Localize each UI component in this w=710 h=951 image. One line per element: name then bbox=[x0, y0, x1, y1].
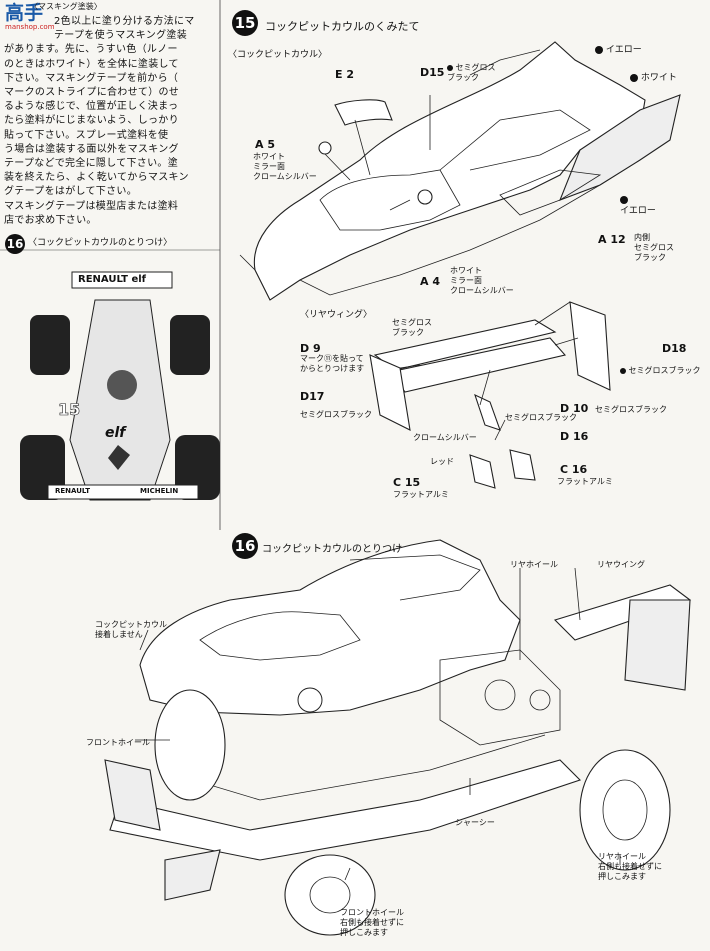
part-label-c16: C 16 bbox=[560, 463, 588, 476]
car-photo-drawing bbox=[20, 271, 220, 501]
masking-body: 2色以上に塗り分ける方法にマ テープを使うマスキング塗装 があります。先に、うす… bbox=[4, 15, 216, 228]
part-label-a5: A 5 bbox=[255, 138, 275, 151]
callout-chassis: シャーシー bbox=[455, 818, 495, 827]
step15-title: コックピットカウルのくみたて bbox=[265, 20, 420, 33]
color-d18: セミグロスブラック bbox=[620, 366, 701, 376]
color-d17: セミグロスブラック bbox=[300, 410, 372, 419]
cockpit-cowl-drawing bbox=[239, 41, 681, 301]
color-white-1-text: ホワイト bbox=[640, 73, 677, 83]
color-d10: セミグロスブラック bbox=[595, 405, 667, 414]
masking-line: 店でお求め下さい。 bbox=[4, 214, 97, 226]
masking-line: テープなどで完全に隠して下さい。塗 bbox=[4, 158, 178, 170]
masking-line: があります。先に、うすい色（ルノー bbox=[4, 44, 178, 56]
callout-front-wheel-note: フロントホイール 右側も接着せずに 押しこみます bbox=[340, 908, 404, 937]
masking-line: るような感じで、位置が正しく決まっ bbox=[4, 101, 179, 113]
note-d9: マーク⑪を貼って からとりつけます bbox=[300, 354, 365, 373]
car-sponsor-top: RENAULT elf bbox=[78, 274, 147, 285]
subsection-wing-title: 〈リヤウィング〉 bbox=[300, 310, 373, 320]
color-c16: フラットアルミ bbox=[557, 477, 613, 486]
color-d15-text: セミグロス ブラック bbox=[447, 63, 496, 82]
color-yellow-1: イエロー bbox=[595, 45, 642, 56]
color-white-1: ホワイト bbox=[630, 73, 677, 84]
color-red: レッド bbox=[430, 457, 454, 466]
paint-dot-icon bbox=[595, 45, 603, 54]
masking-heading-text: マスキング塗装 bbox=[38, 2, 94, 11]
step16-small-title: 〈コックピットカウルのとりつけ〉 bbox=[28, 238, 173, 248]
subsection-cowl-title: 〈コックピットカウル〉 bbox=[228, 50, 328, 60]
step-number-badge: 16 bbox=[5, 234, 25, 254]
car-wing-text-right: MICHELIN bbox=[140, 487, 179, 495]
step-number-badge: 16 bbox=[232, 533, 258, 559]
callout-front-wheel: フロントホイール bbox=[86, 738, 150, 747]
masking-line: 貼って下さい。スプレー式塗料を使 bbox=[4, 129, 169, 141]
masking-line: 下さい。マスキングテープを前から（ bbox=[4, 72, 179, 84]
color-d18-text: セミグロスブラック bbox=[628, 366, 701, 375]
car-wing-text-left: RENAULT bbox=[55, 487, 90, 495]
paint-dot-icon bbox=[447, 64, 453, 71]
color-a12: 内側 セミグロス ブラック bbox=[634, 233, 674, 262]
part-label-d15: D15 bbox=[420, 66, 445, 79]
color-d15: セミグロス ブラック bbox=[447, 63, 496, 83]
masking-line: のときはホワイト）を全体に塗装して bbox=[4, 58, 179, 70]
part-label-a4: A 4 bbox=[420, 275, 440, 288]
masking-line: 装を終えたら、よく乾いてからマスキン bbox=[4, 172, 189, 184]
color-c15: フラットアルミ bbox=[393, 490, 449, 499]
color-a4: ホワイト ミラー面 クロームシルバー bbox=[450, 266, 514, 295]
masking-line: 2色以上に塗り分ける方法にマ bbox=[54, 16, 195, 27]
callout-rear-wing: リヤウイング bbox=[597, 560, 645, 569]
part-label-d9: D 9 bbox=[300, 342, 321, 355]
car-sponsor-elf: elf bbox=[105, 425, 126, 441]
part-label-d17: D17 bbox=[300, 390, 325, 403]
part-label-d10: D 10 bbox=[560, 402, 589, 415]
callout-cowl: コックピットカウル 接着しません bbox=[95, 620, 167, 639]
color-wing-1: セミグロス ブラック bbox=[392, 318, 432, 337]
color-chrome: クロームシルバー bbox=[413, 433, 477, 442]
masking-line: う場合は塗装する面以外をマスキング bbox=[4, 143, 179, 155]
part-label-c15: C 15 bbox=[393, 476, 421, 489]
paint-dot-icon bbox=[620, 195, 628, 204]
step-number-badge: 15 bbox=[232, 10, 258, 36]
masking-line: マスキングテープは模型店または塗料 bbox=[4, 200, 179, 212]
paint-dot-icon bbox=[630, 73, 638, 82]
masking-line: グテープをはがして下さい。 bbox=[4, 186, 137, 198]
color-yellow-2-text: イエロー bbox=[620, 206, 656, 216]
part-label-d16: D 16 bbox=[560, 430, 589, 443]
masking-heading: 〈マスキング塗装〉 bbox=[30, 2, 102, 11]
car-assembly-drawing bbox=[104, 539, 692, 936]
logo-subtext: manshop.com bbox=[5, 23, 55, 31]
step16-title: コックピットカウルのとりつけ bbox=[262, 544, 403, 555]
rear-wing-drawing bbox=[369, 301, 611, 489]
color-a5: ホワイト ミラー面 クロームシルバー bbox=[253, 152, 317, 181]
part-label-e2: E 2 bbox=[335, 68, 354, 81]
color-mid: セミグロスブラック bbox=[505, 413, 577, 422]
masking-line: テープを使うマスキング塗装 bbox=[54, 30, 187, 42]
color-yellow-1-text: イエロー bbox=[605, 45, 642, 55]
paint-dot-icon bbox=[620, 367, 626, 374]
site-logo: 高手 manshop.com bbox=[5, 3, 65, 31]
callout-rear-wheel: リヤホイール bbox=[510, 560, 558, 569]
part-label-a12: A 12 bbox=[598, 233, 626, 246]
part-label-d18: D18 bbox=[662, 342, 687, 355]
color-yellow-2: イエロー bbox=[620, 195, 656, 217]
car-number: 15 bbox=[58, 400, 81, 420]
logo-text: 高手 bbox=[5, 2, 44, 24]
masking-line: マークのストライプに合わせて）のせ bbox=[4, 87, 180, 99]
callout-rear-wheel-note: リヤホイール 右側も接着せずに 押しこみます bbox=[598, 852, 662, 881]
masking-line: たら塗料がにじまないよう、しっかり bbox=[4, 115, 179, 127]
